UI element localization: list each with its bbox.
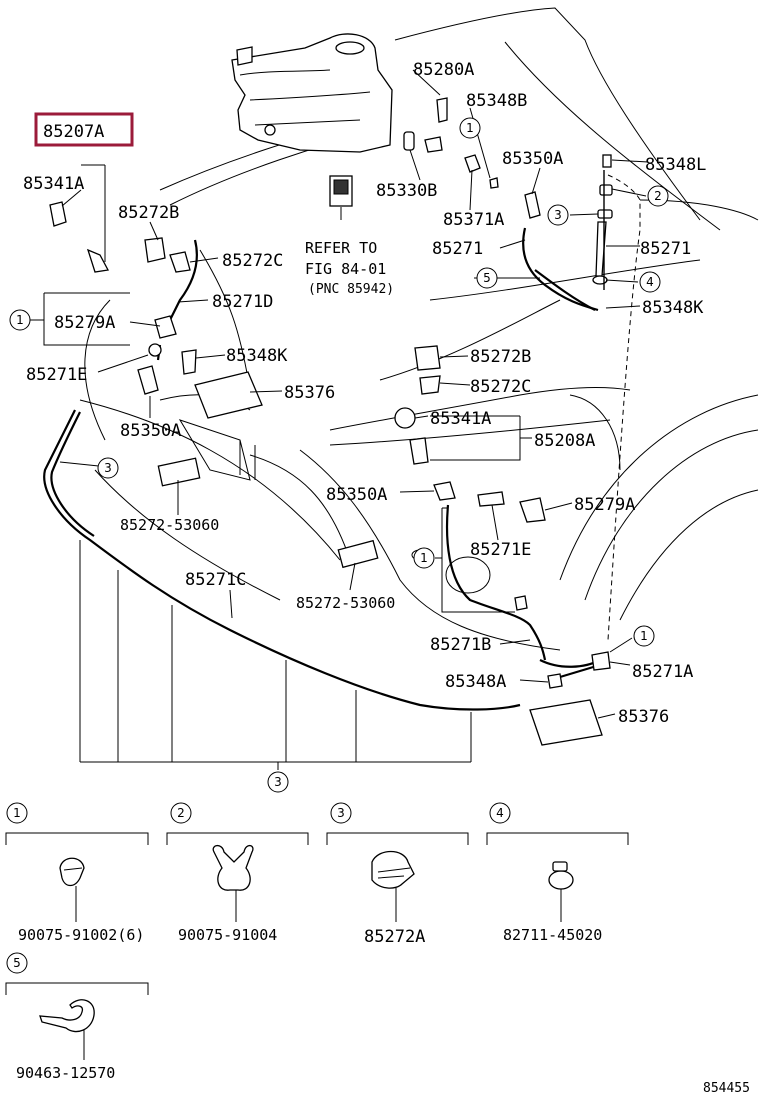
refer-note: REFER TO FIG 84-01 (PNC 85942) bbox=[305, 239, 394, 297]
pads bbox=[194, 371, 603, 746]
label-85271-mid[interactable]: 85271 bbox=[432, 239, 483, 259]
svg-text:2: 2 bbox=[654, 189, 662, 203]
label-85207A[interactable]: 85207A bbox=[43, 122, 104, 142]
label-85272C-top[interactable]: 85272C bbox=[222, 251, 283, 271]
legend-part-5[interactable]: 90463-12570 bbox=[16, 1064, 115, 1082]
label-85279A-right[interactable]: 85279A bbox=[574, 495, 635, 515]
svg-text:3: 3 bbox=[554, 208, 562, 222]
hose-clips bbox=[49, 201, 611, 689]
label-85348B[interactable]: 85348B bbox=[466, 91, 527, 111]
label-85348K-left[interactable]: 85348K bbox=[226, 346, 288, 366]
label-85271D[interactable]: 85271D bbox=[212, 292, 273, 312]
label-85271E-left[interactable]: 85271E bbox=[26, 365, 87, 385]
highlight-box bbox=[34, 112, 134, 147]
legend-item-3: 3 85272A bbox=[326, 802, 469, 947]
legend: 1 90075-91002(6) 2 90075-91004 3 85272A … bbox=[5, 802, 629, 1082]
vehicle-body-outline bbox=[79, 7, 759, 651]
svg-text:3: 3 bbox=[104, 461, 112, 475]
svg-text:5: 5 bbox=[13, 956, 21, 970]
svg-text:1: 1 bbox=[466, 121, 474, 135]
clip-1-icon bbox=[59, 857, 85, 887]
label-85208A[interactable]: 85208A bbox=[534, 431, 595, 451]
legend-item-2: 2 90075-91004 bbox=[166, 802, 309, 944]
callout-circle: 3 bbox=[267, 771, 289, 793]
refer-module-icon bbox=[329, 175, 353, 220]
svg-text:2: 2 bbox=[177, 806, 185, 820]
legend-item-4: 4 82711-45020 bbox=[486, 802, 629, 944]
label-85271B[interactable]: 85271B bbox=[430, 635, 491, 655]
legend-part-3[interactable]: 85272A bbox=[364, 927, 425, 947]
legend-item-5: 5 90463-12570 bbox=[5, 952, 149, 1082]
legend-part-2[interactable]: 90075-91004 bbox=[178, 926, 277, 944]
washer-tank bbox=[231, 33, 393, 153]
label-85376-bottom[interactable]: 85376 bbox=[618, 707, 669, 727]
hose-clamp-icon bbox=[548, 870, 574, 890]
label-85271-right[interactable]: 85271 bbox=[640, 239, 691, 259]
label-85272-53060-a[interactable]: 85272-53060 bbox=[120, 516, 219, 534]
label-85272C-mid[interactable]: 85272C bbox=[470, 377, 531, 397]
label-85271A[interactable]: 85271A bbox=[632, 662, 693, 682]
figure-id: 854455 bbox=[703, 1081, 750, 1096]
label-85350A-left[interactable]: 85350A bbox=[120, 421, 181, 441]
callout-circle: 4 bbox=[639, 271, 661, 293]
label-85348L[interactable]: 85348L bbox=[645, 155, 706, 175]
part-labels: 85207A 85280A 85348B 85350A 85348L 85341… bbox=[23, 60, 706, 727]
refer-line-2[interactable]: FIG 84-01 bbox=[305, 260, 386, 278]
svg-text:3: 3 bbox=[274, 775, 282, 789]
callout-circle: 3 bbox=[547, 204, 569, 226]
callout-circle: 3 bbox=[97, 457, 119, 479]
svg-text:5: 5 bbox=[483, 271, 491, 285]
label-85280A[interactable]: 85280A bbox=[413, 60, 474, 80]
legend-item-1: 1 90075-91002(6) bbox=[5, 802, 149, 944]
svg-text:1: 1 bbox=[13, 806, 21, 820]
label-85271E-mid[interactable]: 85271E bbox=[470, 540, 531, 560]
band-clamp-icon bbox=[39, 999, 95, 1033]
refer-line-1: REFER TO bbox=[305, 239, 377, 257]
callout-circle: 1 bbox=[633, 625, 655, 647]
label-85272B-top[interactable]: 85272B bbox=[118, 203, 179, 223]
diagram-callouts: 1 2 3 4 5 1 3 1 1 3 bbox=[9, 117, 669, 793]
callout-circle: 2 bbox=[647, 185, 669, 207]
svg-text:1: 1 bbox=[640, 629, 648, 643]
callout-circle: 1 bbox=[459, 117, 481, 139]
label-85271C[interactable]: 85271C bbox=[185, 570, 246, 590]
legend-part-1[interactable]: 90075-91002(6) bbox=[18, 926, 144, 944]
label-85272B-mid[interactable]: 85272B bbox=[470, 347, 531, 367]
refer-line-3: (PNC 85942) bbox=[308, 282, 394, 297]
callout-circle: 1 bbox=[9, 309, 31, 331]
label-85371A[interactable]: 85371A bbox=[443, 210, 504, 230]
svg-text:1: 1 bbox=[16, 313, 24, 327]
label-85272-53060-b[interactable]: 85272-53060 bbox=[296, 594, 395, 612]
label-85330B[interactable]: 85330B bbox=[376, 181, 437, 201]
svg-text:1: 1 bbox=[420, 551, 428, 565]
label-85350A-top[interactable]: 85350A bbox=[502, 149, 563, 169]
label-85350A-mid[interactable]: 85350A bbox=[326, 485, 387, 505]
label-85348K-right[interactable]: 85348K bbox=[642, 298, 704, 318]
legend-part-4[interactable]: 82711-45020 bbox=[503, 926, 602, 944]
svg-text:3: 3 bbox=[337, 806, 345, 820]
label-85341A-mid[interactable]: 85341A bbox=[430, 409, 491, 429]
label-85279A-left[interactable]: 85279A bbox=[54, 313, 115, 333]
label-85376-top[interactable]: 85376 bbox=[284, 383, 335, 403]
label-85348A[interactable]: 85348A bbox=[445, 672, 506, 692]
svg-text:4: 4 bbox=[646, 275, 654, 289]
callout-circle: 5 bbox=[476, 267, 498, 289]
svg-text:4: 4 bbox=[496, 806, 504, 820]
label-85341A-left[interactable]: 85341A bbox=[23, 174, 84, 194]
clip-2-icon bbox=[212, 844, 254, 891]
clip-3-bracket-lines bbox=[79, 540, 472, 770]
callout-circle: 1 bbox=[413, 547, 435, 569]
